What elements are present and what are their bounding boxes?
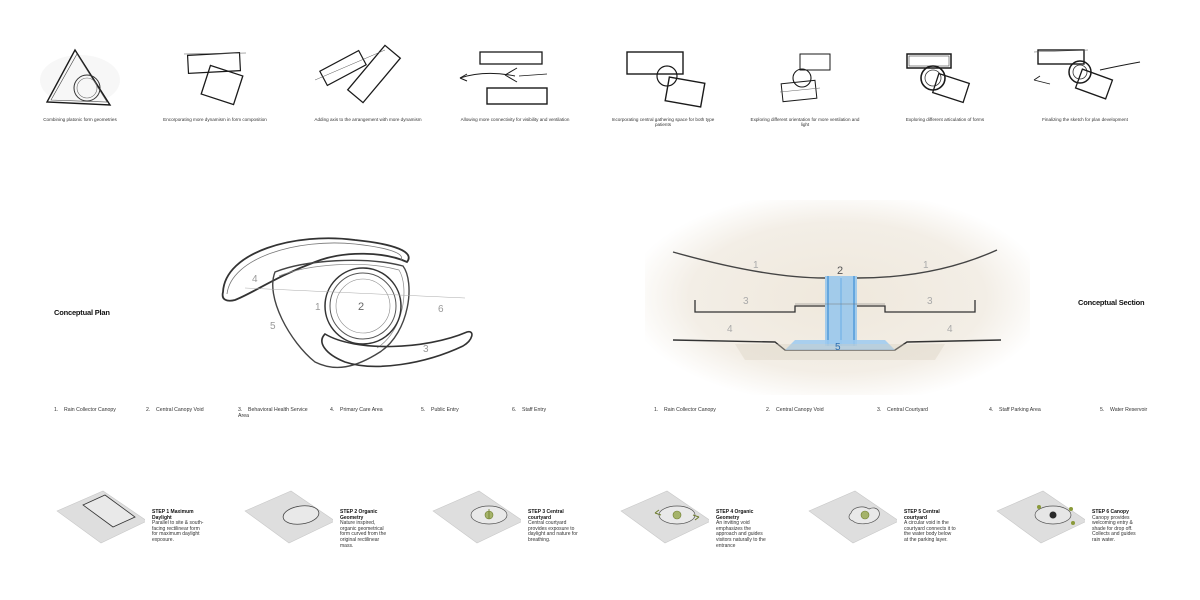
section-label-4-right: 4 <box>947 324 953 335</box>
sketch-2 <box>183 52 247 106</box>
plan-legend-item: 2.Central Canopy Void <box>146 407 204 413</box>
section-label-3-right: 3 <box>927 296 933 307</box>
sketch-8 <box>1033 49 1141 100</box>
plan-label-6: 6 <box>438 304 444 315</box>
sketch-caption-2: Encorporating more dynamism in form comp… <box>163 117 267 122</box>
sketch-caption-3: Adding axis to the arrangement with more… <box>314 117 422 122</box>
section-legend-item: 1.Rain Collector Canopy <box>654 407 716 413</box>
sketch-6 <box>779 53 831 103</box>
plan-legend-item: 5.Public Entry <box>421 407 459 413</box>
sketch-caption-4: Allowing more connectivity for visibilit… <box>460 117 570 122</box>
plan-label-1: 1 <box>315 302 321 313</box>
section-label-4-left: 4 <box>727 324 733 335</box>
section-legend-item: 5.Water Reservoir <box>1100 407 1148 413</box>
sketch-7 <box>906 53 971 104</box>
step-4-diagram <box>620 490 709 544</box>
plan-label-2: 2 <box>358 301 364 313</box>
step-3-diagram <box>432 490 521 544</box>
plan-label-4: 4 <box>252 274 258 285</box>
sketch-caption-6: Exploring different orientation for more… <box>750 117 860 128</box>
plan-label-3: 3 <box>423 344 429 355</box>
sketch-4 <box>459 51 548 105</box>
step-6-diagram <box>996 490 1085 544</box>
sketch-caption-7: Exploring different articulation of form… <box>905 117 985 122</box>
section-label-1-right: 1 <box>923 260 929 271</box>
plan-title: Conceptual Plan <box>54 308 110 317</box>
step-2-diagram <box>244 490 333 544</box>
conceptual-section-diagram: 1 2 1 3 3 4 4 5 <box>645 200 1030 395</box>
plan-legend-item: 3.Behavioral Health Service Area <box>238 407 308 419</box>
step-1-diagram <box>56 490 145 544</box>
conceptual-plan-diagram: 4 1 2 6 5 3 <box>221 237 473 369</box>
sketch-1 <box>40 48 120 106</box>
section-legend-item: 4.Staff Parking Area <box>989 407 1041 413</box>
section-label-2: 2 <box>837 265 843 277</box>
sketch-5 <box>626 51 706 108</box>
section-label-3-left: 3 <box>743 296 749 307</box>
section-label-5: 5 <box>835 342 841 353</box>
plan-legend-item: 6.Staff Entry <box>512 407 547 413</box>
sketch-caption-5: Incorporating central gathering space fo… <box>611 117 715 128</box>
plan-legend-item: 1.Rain Collector Canopy <box>54 407 116 413</box>
step-5-diagram <box>808 490 897 544</box>
sketch-caption-8: Finalizing the sketch for plan developme… <box>1042 117 1128 122</box>
section-label-1-left: 1 <box>753 260 759 271</box>
section-legend-item: 2.Central Canopy Void <box>766 407 824 413</box>
plan-legend-item: 4.Primary Care Area <box>330 407 383 413</box>
sketch-caption-1: Combining platonic form geometries <box>43 117 117 122</box>
section-title: Conceptual Section <box>1078 298 1145 307</box>
plan-label-5: 5 <box>270 321 276 332</box>
section-legend-item: 3.Central Courtyard <box>877 407 928 413</box>
sketch-3 <box>314 44 402 104</box>
